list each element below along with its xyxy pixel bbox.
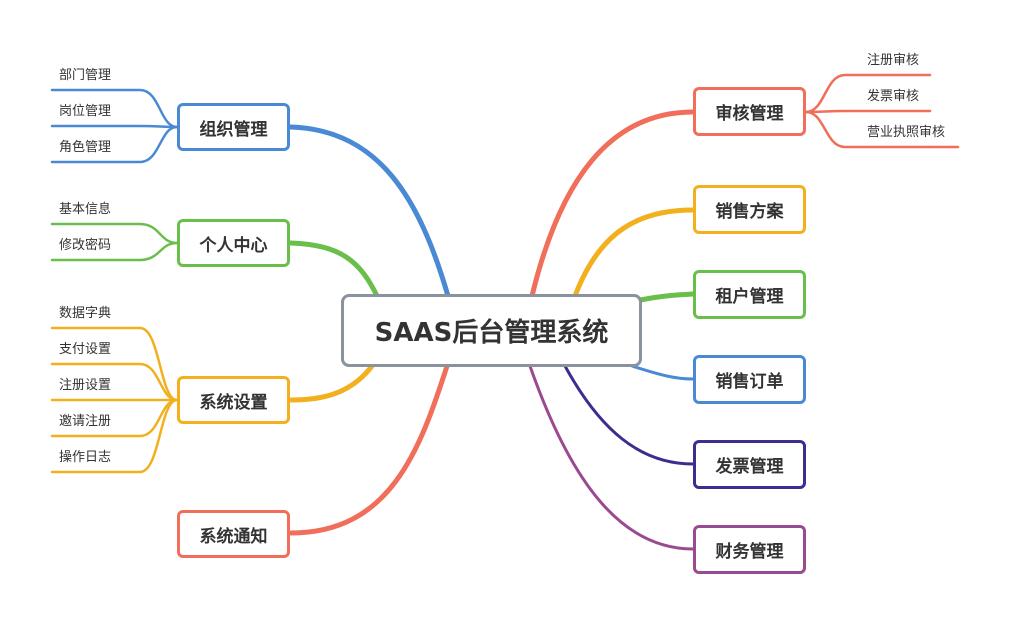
topic-sales-order[interactable]: 销售订单 <box>693 355 806 404</box>
subtopic-license-review[interactable]: 营业执照审核 <box>867 125 946 140</box>
topic-audit-management[interactable]: 审核管理 <box>693 87 806 136</box>
subtopic-payment-settings[interactable]: 支付设置 <box>59 342 112 357</box>
topic-system-settings[interactable]: 系统设置 <box>177 376 290 424</box>
subtopic-department[interactable]: 部门管理 <box>59 68 112 83</box>
central-topic[interactable]: SAAS后台管理系统 <box>341 294 642 367</box>
topic-org-management[interactable]: 组织管理 <box>177 103 290 151</box>
subtopic-invite-registration[interactable]: 邀请注册 <box>59 414 112 429</box>
branch-line <box>637 291 696 303</box>
subtopic-invoice-review[interactable]: 发票审核 <box>867 89 920 104</box>
subtopic-registration-review[interactable]: 注册审核 <box>867 53 920 68</box>
topic-finance-management[interactable]: 财务管理 <box>693 525 806 574</box>
topic-label: 销售方案 <box>715 202 784 222</box>
topic-label: 发票管理 <box>715 457 784 477</box>
subtopic-operation-log[interactable]: 操作日志 <box>59 450 112 465</box>
subtopic-connector <box>50 125 179 164</box>
topic-tenant-management[interactable]: 租户管理 <box>693 270 806 319</box>
branch-line <box>630 364 695 381</box>
subtopic-connector <box>804 110 932 149</box>
branch-line <box>288 363 450 536</box>
topic-personal-center[interactable]: 个人中心 <box>177 219 290 267</box>
subtopic-role[interactable]: 角色管理 <box>59 140 112 155</box>
subtopic-data-dictionary[interactable]: 数据字典 <box>59 306 112 321</box>
subtopic-connector <box>804 109 932 114</box>
topic-sales-plan[interactable]: 销售方案 <box>693 185 806 234</box>
branch-line <box>563 364 695 466</box>
topic-label: 个人中心 <box>199 235 268 256</box>
subtopic-basic-info[interactable]: 基本信息 <box>59 202 112 217</box>
topic-label: 系统通知 <box>199 526 268 547</box>
subtopic-connector <box>50 326 179 402</box>
topic-system-notice[interactable]: 系统通知 <box>177 510 290 558</box>
subtopic-registration-settings[interactable]: 注册设置 <box>59 378 112 393</box>
topic-invoice-management[interactable]: 发票管理 <box>693 440 806 489</box>
topic-label: 系统设置 <box>199 392 268 413</box>
topic-label: 销售订单 <box>715 372 784 392</box>
topic-label: 组织管理 <box>199 119 268 140</box>
subtopic-connector <box>50 241 179 262</box>
topic-label: 租户管理 <box>715 287 784 307</box>
branch-line <box>288 124 451 299</box>
subtopic-position[interactable]: 岗位管理 <box>59 104 112 119</box>
subtopic-connector <box>50 124 179 129</box>
branch-line <box>288 240 381 301</box>
branch-line <box>529 109 696 299</box>
subtopic-change-password[interactable]: 修改密码 <box>59 238 112 253</box>
branch-line <box>528 364 695 551</box>
topic-label: 审核管理 <box>715 104 784 124</box>
central-topic-label: SAAS后台管理系统 <box>374 318 609 348</box>
subtopic-connector <box>50 398 179 474</box>
branch-line <box>288 363 375 403</box>
topic-label: 财务管理 <box>715 542 784 562</box>
branch-line <box>572 207 696 299</box>
